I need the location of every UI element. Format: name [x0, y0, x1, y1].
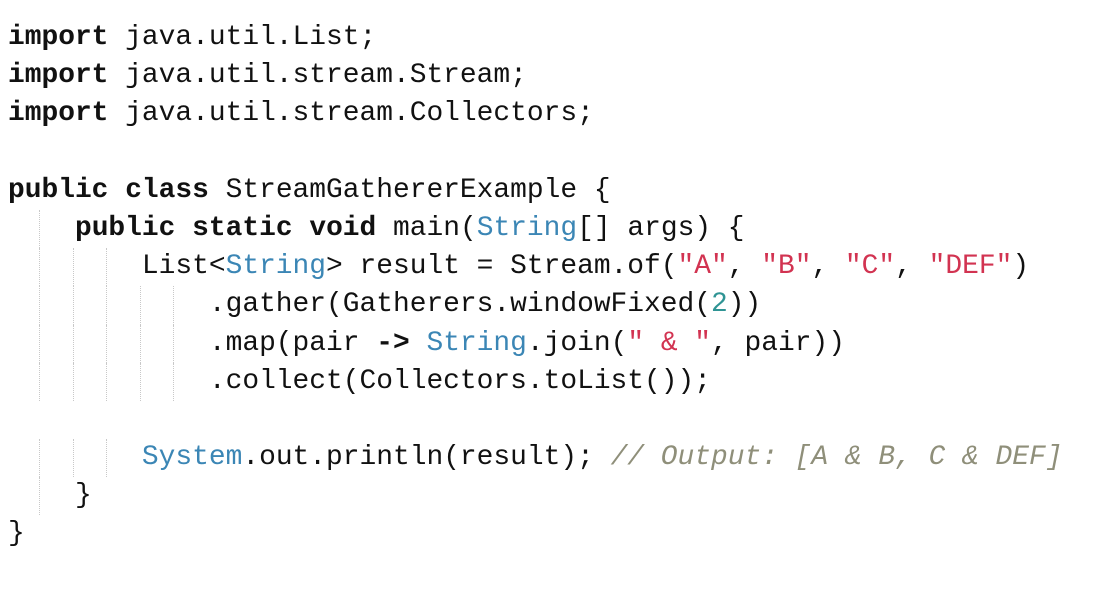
- indent-space: [8, 328, 209, 359]
- indent-guide: [139, 362, 141, 401]
- indent-space: [8, 251, 142, 282]
- indent-guide: [39, 248, 41, 287]
- code-text: main(: [376, 212, 477, 244]
- code-text: java.util.List;: [108, 22, 377, 53]
- type-token: String: [225, 251, 327, 283]
- indent-guide: [39, 362, 41, 401]
- indent-guide: [106, 286, 108, 325]
- indent-guide: [72, 439, 74, 478]
- code-text: )): [727, 289, 762, 321]
- code-text: StreamGathererExample {: [208, 174, 611, 206]
- keyword-token: static: [192, 212, 293, 244]
- indent-space: [8, 480, 75, 511]
- code-block: import java.util.List;import java.util.s…: [8, 19, 1062, 554]
- indent-space: [8, 442, 142, 473]
- string-literal: "C": [844, 251, 896, 283]
- code-line: [8, 401, 1062, 439]
- indent-guide: [106, 439, 108, 478]
- indent-guide: [39, 324, 41, 363]
- code-line: .gather(Gatherers.windowFixed(2)): [8, 286, 1062, 325]
- code-line: [8, 134, 1062, 172]
- number-literal: 2: [710, 289, 728, 321]
- indent-guide: [72, 248, 74, 287]
- keyword-token: public: [74, 212, 176, 244]
- indent-guide: [39, 477, 41, 516]
- code-text: ,: [895, 251, 929, 283]
- code-line: .collect(Collectors.toList());: [8, 362, 1062, 401]
- code-text: , pair)): [711, 327, 845, 359]
- indent-guide: [72, 362, 74, 401]
- indent-space: [8, 366, 209, 397]
- code-text: java.util.stream.Stream;: [108, 60, 527, 92]
- string-literal: " & ": [627, 327, 712, 359]
- code-line: }: [8, 477, 1062, 516]
- code-line: .map(pair -> String.join(" & ", pair)): [8, 324, 1062, 363]
- indent-guide: [39, 439, 41, 478]
- code-text: [293, 213, 310, 244]
- indent-guide: [173, 286, 175, 325]
- code-line: System.out.println(result); // Output: […: [8, 439, 1063, 478]
- code-text: ,: [811, 251, 845, 283]
- code-line: import java.util.stream.Stream;: [8, 57, 1062, 95]
- type-token: String: [426, 327, 527, 359]
- indent-guide: [106, 248, 108, 287]
- string-literal: "B": [761, 251, 812, 283]
- indent-guide: [72, 286, 74, 325]
- string-literal: "DEF": [928, 251, 1013, 283]
- code-text: ): [1012, 251, 1030, 283]
- indent-guide: [106, 362, 108, 401]
- code-text: ,: [727, 251, 762, 283]
- code-line: public static void main(String[] args) {: [8, 209, 1062, 249]
- code-line: import java.util.stream.Collectors;: [8, 95, 1062, 133]
- indent-guide: [139, 324, 141, 363]
- comment: // Output: [A & B, C & DEF]: [610, 442, 1063, 474]
- code-text: [108, 175, 125, 206]
- indent-guide: [173, 324, 175, 363]
- code-text: }: [74, 480, 92, 512]
- operator-token: ->: [376, 327, 410, 359]
- code-text: [410, 328, 427, 359]
- type-token: System: [141, 442, 243, 474]
- code-text: > result = Stream.of(: [326, 251, 678, 283]
- indent-space: [8, 289, 209, 320]
- code-text: .join(: [526, 327, 628, 359]
- code-text: [] args) {: [577, 212, 745, 244]
- code-text: .gather(Gatherers.windowFixed(: [208, 289, 711, 321]
- keyword-token: void: [309, 212, 377, 244]
- code-line: import java.util.List;: [8, 19, 1062, 57]
- code-text: .out.println(result);: [242, 442, 611, 474]
- keyword-token: import: [8, 22, 109, 53]
- code-line: public class StreamGathererExample {: [8, 172, 1062, 210]
- code-text: }: [8, 518, 25, 550]
- indent-guide: [39, 286, 41, 325]
- indent-guide: [106, 324, 108, 363]
- indent-guide: [39, 209, 41, 249]
- code-text: .collect(Collectors.toList());: [208, 365, 711, 397]
- code-text: [175, 213, 192, 244]
- code-text: java.util.stream.Collectors;: [108, 98, 594, 130]
- indent-guide: [173, 362, 175, 401]
- indent-guide: [72, 324, 74, 363]
- code-line: }: [8, 515, 1062, 553]
- code-line: List<String> result = Stream.of("A", "B"…: [8, 248, 1062, 287]
- code-text: .map(pair: [208, 327, 377, 359]
- string-literal: "A": [677, 251, 728, 283]
- keyword-token: public: [8, 174, 109, 206]
- indent-guide: [139, 286, 141, 325]
- code-text: List<: [141, 251, 226, 283]
- keyword-token: import: [8, 60, 109, 92]
- indent-space: [8, 213, 75, 244]
- keyword-token: class: [125, 174, 209, 206]
- type-token: String: [476, 212, 578, 244]
- keyword-token: import: [8, 98, 109, 130]
